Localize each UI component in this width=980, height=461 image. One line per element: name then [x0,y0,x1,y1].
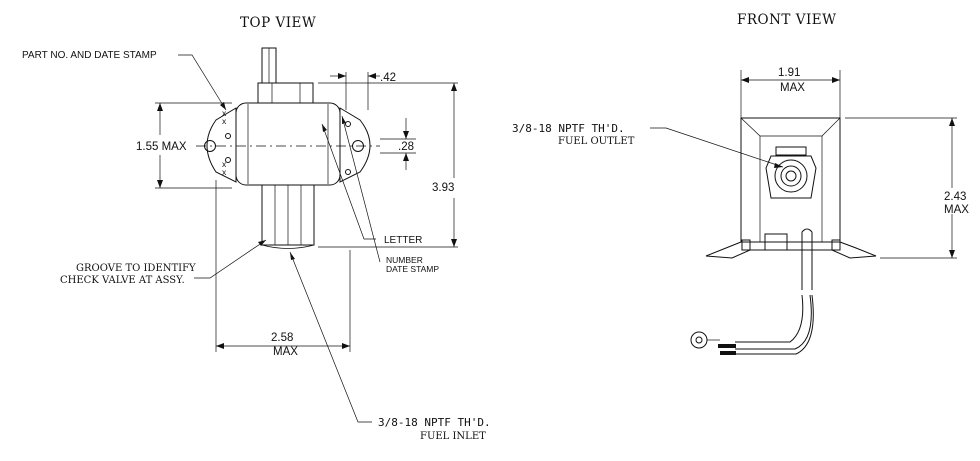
groove-label-1: GROOVE TO IDENTIFY [76,263,196,274]
part-no-label: PART NO. AND DATE STAMP [22,50,157,61]
dim-191-max: MAX [780,82,805,94]
outlet-thread-label: 3/8-18 NPTF TH'D. [512,122,625,135]
wire-lower [735,294,814,355]
date-stamp-label: DATE STAMP [386,264,439,274]
svg-text:x: x [222,159,227,169]
letter-label: LETTER [384,235,422,246]
main-body [235,102,341,186]
dim-191: 1.91 [778,67,800,79]
left-flange [206,107,237,183]
inlet-fuel-label: FUEL INLET [420,431,486,442]
dim-042: .42 [380,72,396,84]
groove-label-2: CHECK VALVE AT ASSY. [60,275,185,286]
svg-text:x: x [222,167,227,177]
number-label: NUMBER [386,255,423,265]
top-view-title: TOP VIEW [240,15,316,31]
dim-width-155: 1.55 MAX [136,141,187,153]
outlet-fuel-label: FUEL OUTLET [558,136,635,147]
svg-text:x: x [222,116,227,126]
dim-243-max: MAX [944,204,969,216]
front-base [705,241,877,259]
dim-028: .28 [398,141,414,153]
dim-258: 2.58 [271,332,293,344]
front-view-title: FRONT VIEW [737,12,837,28]
dim-258-max: MAX [273,346,298,358]
dim-393: 3.93 [432,182,454,194]
ring-terminal [690,331,708,349]
right-flange [339,107,371,183]
front-body [740,117,841,243]
top-view-drawing: x x x x 1.55 MAX .42 .28 [22,47,491,442]
inlet-thread-label: 3/8-18 NPTF TH'D. [378,416,491,429]
front-view-drawing: 1.91 MAX 2.43 [512,67,969,355]
wire-stubs [801,232,813,290]
dim-243: 2.43 [944,191,966,203]
outlet-fitting [765,155,817,199]
svg-text:x: x [222,108,227,118]
wire-upper [735,294,804,343]
hex-nut [257,82,314,104]
